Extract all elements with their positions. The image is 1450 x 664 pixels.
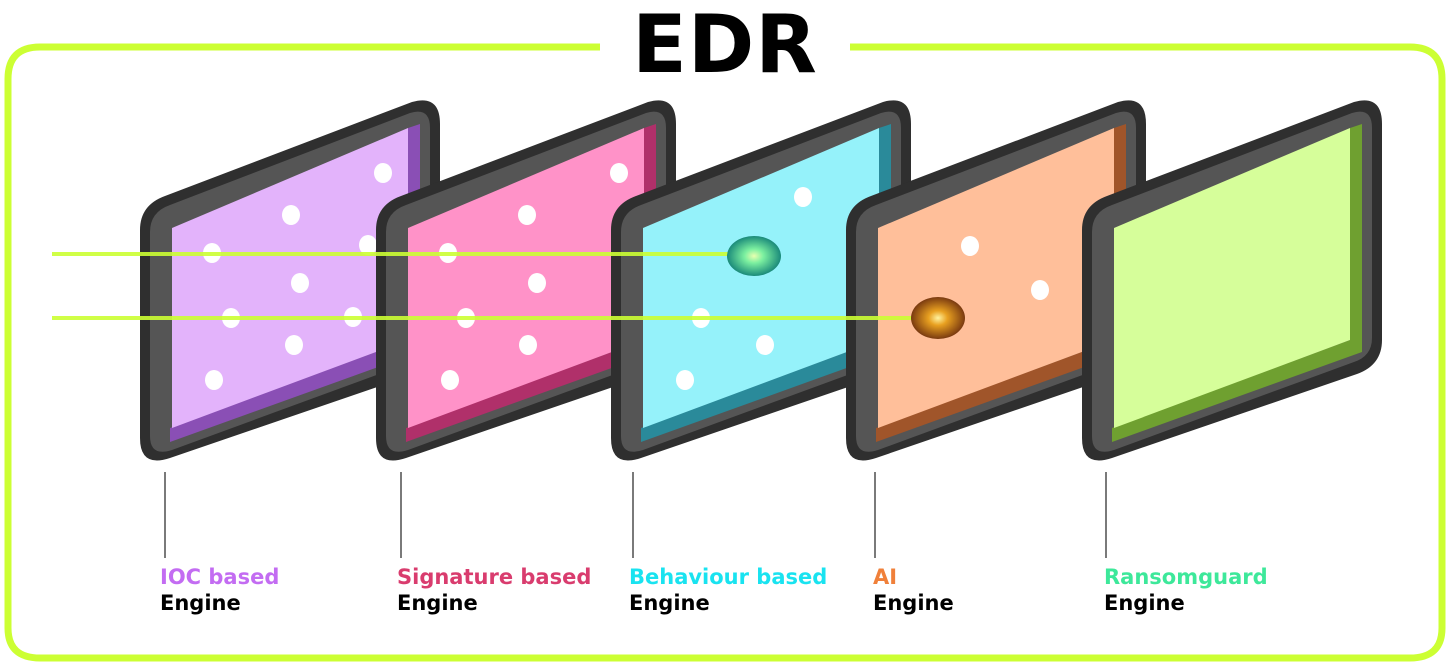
engine-suffix: Engine	[1104, 591, 1185, 615]
engine-name: IOC based	[160, 565, 280, 589]
engine-label-signature: Signature based Engine	[397, 564, 591, 616]
glass-dot	[441, 370, 459, 390]
engine-panel-signature	[376, 100, 676, 461]
glass-dot	[756, 335, 774, 355]
glass-dot	[961, 236, 979, 256]
engine-name: Signature based	[397, 565, 592, 589]
engine-suffix: Engine	[629, 591, 710, 615]
engine-name: AI	[873, 565, 898, 589]
glass-dot	[528, 273, 546, 293]
engine-suffix: Engine	[873, 591, 954, 615]
engine-panel-ioc	[140, 100, 440, 461]
engine-panel-ai	[846, 100, 1146, 461]
panel-glass-edge	[170, 124, 420, 442]
engine-label-ioc: IOC based Engine	[160, 564, 279, 616]
engine-suffix: Engine	[397, 591, 478, 615]
panel-glass-edge	[406, 124, 656, 442]
glass-dot	[285, 335, 303, 355]
engine-panel-ransomguard	[1082, 100, 1382, 461]
engine-name: Ransomguard	[1104, 565, 1268, 589]
panel-glass	[408, 128, 644, 428]
panel-glass	[172, 128, 408, 428]
glass-dot	[676, 370, 694, 390]
panel-glass-edge	[1112, 124, 1362, 442]
engine-label-behaviour: Behaviour based Engine	[629, 564, 827, 616]
glass-dot	[282, 205, 300, 225]
engine-name: Behaviour based	[629, 565, 828, 589]
glass-dot	[359, 235, 377, 255]
glass-dot	[1031, 280, 1049, 300]
glass-dot	[518, 205, 536, 225]
threat-blocked-glow	[727, 236, 781, 276]
engine-label-ai: AI Engine	[873, 564, 954, 616]
engine-label-ransomguard: Ransomguard Engine	[1104, 564, 1268, 616]
panel-glass	[643, 128, 879, 428]
glass-dot	[794, 187, 812, 207]
glass-dot	[610, 163, 628, 183]
frame-border	[4, 43, 1446, 662]
diagram-title: EDR	[600, 2, 850, 88]
threat-blocked-glow	[911, 297, 965, 339]
glass-dot	[519, 335, 537, 355]
glass-dot	[205, 370, 223, 390]
panel-glass-edge	[641, 124, 891, 442]
glass-dot	[291, 273, 309, 293]
panel-glass	[1114, 128, 1350, 428]
glass-dot	[374, 163, 392, 183]
panel-glass	[878, 128, 1114, 428]
engine-panel-behaviour	[611, 100, 911, 461]
panel-glass-edge	[876, 124, 1126, 442]
engine-suffix: Engine	[160, 591, 241, 615]
